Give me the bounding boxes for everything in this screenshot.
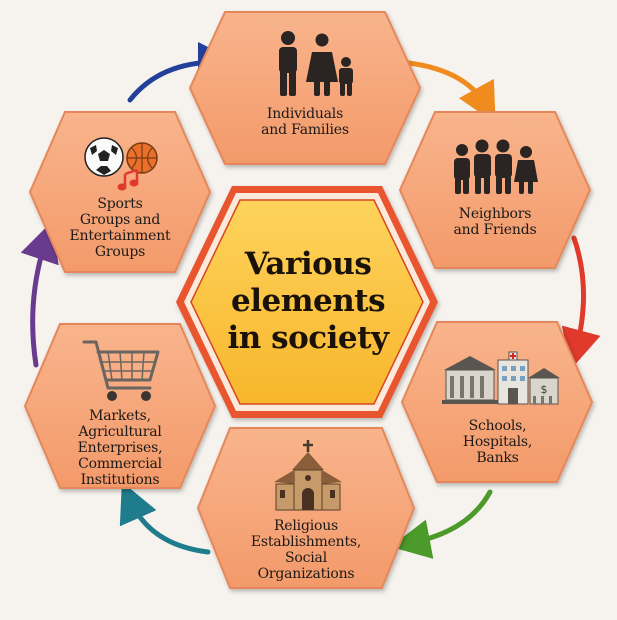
node-label-neighbors: Neighbors and Friends <box>425 206 565 238</box>
text-line: Commercial <box>78 456 162 472</box>
arrow-individuals-to-neighbors <box>397 59 496 124</box>
text-line: Social <box>285 550 327 566</box>
text-line: Establishments, <box>250 534 362 550</box>
text-line: Religious <box>273 518 339 534</box>
arrow-markets-to-sports <box>20 221 59 368</box>
text-line: Enterprises, <box>77 440 163 456</box>
text-line: Organizations <box>257 566 355 582</box>
arrow-neighbors-to-institutions <box>561 235 601 370</box>
text-line: Agricultural <box>78 424 162 440</box>
hexagon-individuals <box>188 11 422 165</box>
text-line: and Families <box>261 122 349 138</box>
node-label-religious: Religious Establishments, Social Organiz… <box>226 518 386 582</box>
hexagon-neighbors <box>398 111 592 269</box>
arrow-religious-to-markets <box>119 481 211 555</box>
buildings-icon: $ <box>442 351 560 405</box>
text-line: Neighbors <box>458 206 532 222</box>
text-line: Schools, <box>468 418 527 434</box>
people-group-icon <box>454 139 538 194</box>
node-label-individuals: Individuals and Families <box>230 106 380 138</box>
text-line: Hospitals, <box>462 434 533 450</box>
svg-text:$: $ <box>541 383 548 396</box>
text-line: Entertainment <box>69 228 171 244</box>
node-label-sports: Sports Groups and Entertainment Groups <box>50 196 190 260</box>
node-label-markets: Markets, Agricultural Enterprises, Comme… <box>50 408 190 488</box>
text-line: Institutions <box>80 472 160 488</box>
text-line: Sports <box>97 196 143 212</box>
text-line: and Friends <box>453 222 537 238</box>
shopping-cart-icon <box>82 340 160 401</box>
arrow-institutions-to-religious <box>390 489 493 559</box>
family-icon <box>279 31 353 96</box>
center-title-line: Various <box>244 246 372 282</box>
center-title-line: in society <box>227 320 389 356</box>
text-line: Groups and <box>79 212 161 228</box>
hexagon-markets <box>23 323 217 489</box>
text-line: Banks <box>476 450 519 466</box>
node-label-institutions: Schools, Hospitals, Banks <box>430 418 565 466</box>
text-line: Individuals <box>266 106 344 122</box>
center-title-line: elements <box>230 283 386 319</box>
text-line: Groups <box>94 244 146 260</box>
sports-balls-icon <box>84 137 158 191</box>
hexagon-sports <box>28 111 212 273</box>
center-title: Various elements in society <box>208 246 408 357</box>
text-line: Markets, <box>89 408 151 424</box>
center-hexagon <box>190 199 424 405</box>
church-icon <box>274 440 342 511</box>
